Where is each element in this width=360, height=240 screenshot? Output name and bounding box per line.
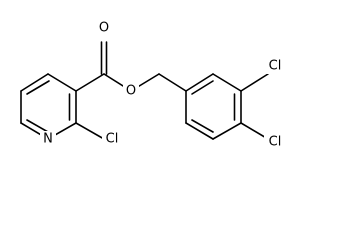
bond-ar5-ar6 bbox=[185, 122, 214, 140]
bond-c2-cl bbox=[75, 122, 105, 140]
bond-ar1-ar2 bbox=[185, 73, 214, 92]
atom-label-o-ester: O bbox=[126, 84, 136, 99]
atom-chlorine-pyridine: Cl bbox=[102, 131, 122, 147]
atom-label-o-carbonyl: O bbox=[99, 21, 109, 36]
atom-label-cl-4: Cl bbox=[269, 135, 282, 150]
bond-c4-c3 bbox=[47, 73, 77, 92]
bond-ar3-cl bbox=[240, 73, 269, 92]
atom-label-cl-pyridine: Cl bbox=[106, 132, 119, 147]
atom-chlorine-4: Cl bbox=[264, 134, 286, 150]
bond-n-c6-inner bbox=[26, 119, 49, 133]
bond-c5-c4 bbox=[20, 73, 49, 92]
atom-label-cl-3: Cl bbox=[269, 59, 282, 74]
atom-chlorine-3: Cl bbox=[264, 58, 286, 74]
bond-ar5-ar6-inner bbox=[191, 119, 214, 133]
atom-nitrogen: N bbox=[40, 131, 56, 147]
bond-ch2-aryl bbox=[158, 73, 187, 92]
atom-label-layer: N Cl O O Cl Cl bbox=[40, 20, 286, 150]
atom-carbonyl-oxygen: O bbox=[96, 20, 112, 36]
bond-ar1-ar2-inner bbox=[191, 80, 214, 95]
atom-ester-oxygen: O bbox=[123, 83, 139, 99]
bond-ar4-ar5 bbox=[212, 122, 242, 140]
bond-ar2-ar3 bbox=[212, 73, 242, 92]
bond-layer bbox=[20, 41, 269, 140]
bond-c5-c4-inner bbox=[26, 80, 50, 95]
bond-c3-carbonyl bbox=[75, 73, 105, 92]
molecule-diagram: N Cl O O Cl Cl bbox=[20, 20, 286, 150]
atom-label-n: N bbox=[43, 132, 53, 147]
bond-ar4-cl bbox=[240, 122, 269, 140]
